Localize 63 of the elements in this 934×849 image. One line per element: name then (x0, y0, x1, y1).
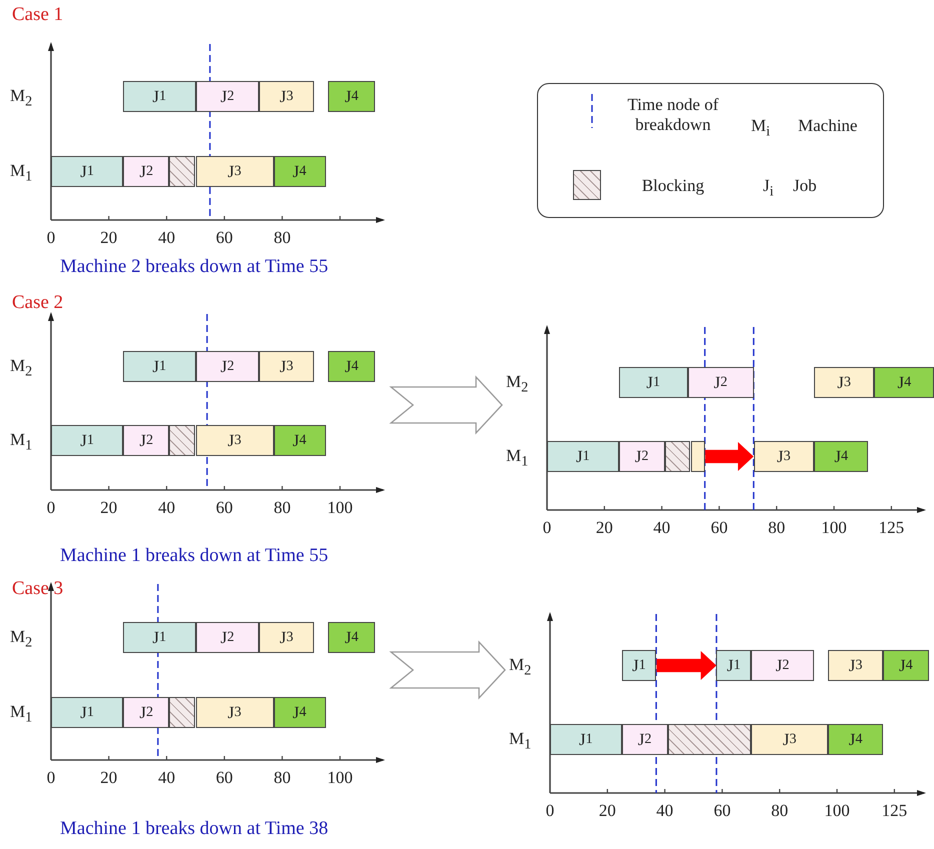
tick-label: 40 (655, 801, 674, 821)
tick-label: 100 (823, 801, 851, 821)
blocking-bar (169, 156, 196, 187)
blocking-bar (169, 697, 196, 728)
tick-label: 125 (878, 518, 906, 538)
tick-label: 100 (820, 518, 848, 538)
notation-label: Machine (798, 116, 858, 136)
tick-label: 60 (712, 801, 732, 821)
tick-label: 20 (99, 228, 118, 248)
notation-label: Job (793, 176, 817, 196)
tick-label: 125 (880, 801, 908, 821)
chart-caption: Machine 1 breaks down at Time 38 (60, 818, 328, 840)
tick-label: 40 (652, 518, 672, 538)
tick-label: 40 (157, 768, 176, 788)
machine-label: M$_{1}$ (506, 446, 528, 470)
tick-label: 0 (544, 801, 556, 821)
machine-label: M$_{1}$ (10, 430, 32, 454)
tick-label: 20 (594, 518, 614, 538)
machine-label: M$_{2}$ (506, 372, 528, 396)
tick-label: 0 (46, 498, 56, 518)
tick-label: 60 (214, 498, 234, 518)
chart-caption: Machine 1 breaks down at Time 55 (60, 545, 328, 567)
job-bar (690, 441, 705, 472)
tick-label: 60 (214, 228, 234, 248)
machine-label: M$_{1}$ (10, 702, 32, 726)
tick-label: 20 (598, 801, 617, 821)
tick-label: 80 (272, 768, 292, 788)
machine-label: M$_{2}$ (10, 627, 32, 652)
machine-label: M$_{2}$ (10, 86, 32, 110)
tick-label: 80 (272, 498, 292, 518)
tick-label: 0 (46, 768, 56, 788)
transition-arrow (389, 640, 506, 700)
tick-label: 60 (710, 518, 729, 538)
legend-label: Time node of breakdown (626, 95, 720, 135)
tick-label: 80 (767, 518, 786, 538)
machine-label: M$_{1}$ (10, 161, 32, 186)
tick-label: 60 (214, 768, 234, 788)
chart-caption: Machine 2 breaks down at Time 55 (60, 256, 328, 278)
case-title: Case 2 (12, 292, 64, 314)
tick-label: 40 (157, 228, 176, 248)
shift-arrow (705, 442, 754, 471)
transition-arrow (389, 375, 503, 435)
tick-label: 20 (99, 498, 118, 518)
tick-label: 20 (99, 768, 118, 788)
blocking-bar (668, 724, 751, 755)
case-title: Case 1 (12, 4, 64, 26)
notation-symbol: J$_{i}$ (763, 176, 774, 200)
tick-label: 0 (46, 228, 56, 248)
tick-label: 100 (326, 768, 354, 788)
blocking-bar (664, 441, 690, 472)
tick-label: 0 (542, 518, 552, 538)
tick-label: 100 (326, 498, 354, 518)
machine-label: M$_{2}$ (509, 655, 532, 680)
case-title: Case 3 (12, 578, 64, 600)
tick-label: 80 (272, 228, 292, 248)
tick-label: 40 (157, 498, 176, 518)
tick-label: 80 (770, 801, 790, 821)
machine-label: M$_{2}$ (10, 356, 32, 380)
shift-arrow (656, 651, 716, 680)
machine-label: M$_{1}$ (509, 729, 532, 754)
notation-symbol: M$_{i}$ (751, 116, 770, 140)
legend-label: Blocking (640, 176, 706, 196)
blocking-bar (169, 425, 196, 456)
